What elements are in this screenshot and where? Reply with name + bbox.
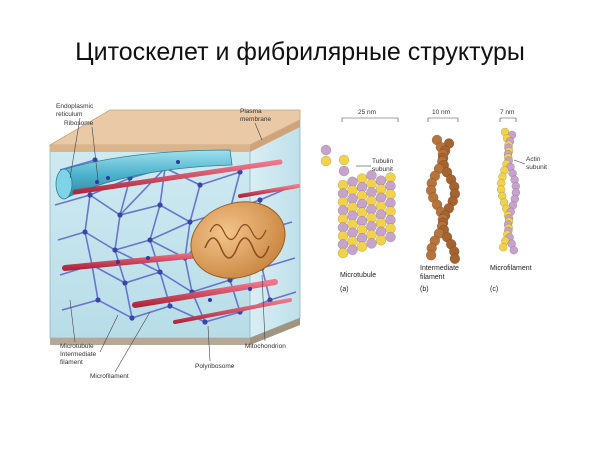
ribosomes (95, 160, 252, 302)
label-plasma-line1: Plasma (240, 108, 262, 115)
tubulin-bead (375, 234, 387, 246)
label-filament: filament (60, 359, 83, 366)
dimension-a: 25 nm (358, 109, 376, 116)
panel-letter-a: (a) (340, 286, 349, 293)
label-intermediate: Intermediate (60, 351, 97, 358)
mitochondrion (190, 201, 286, 279)
page-title: Цитоскелет и фибрилярные структуры (75, 38, 525, 66)
microtubule-structure (320, 144, 396, 259)
leader-plasma (254, 122, 263, 141)
leader-microtubule (69, 299, 76, 343)
tubulin-bead (356, 241, 368, 252)
tubulin-subunit (338, 154, 350, 166)
panel-letter-c: (c) (490, 286, 498, 293)
panel-intermediate-filament: 10 nm Intermediate filament (b) (420, 109, 461, 293)
panel-letter-b: (b) (420, 286, 429, 293)
leader-er (69, 117, 81, 179)
filament-bead (425, 249, 437, 261)
leader-polyribosome (207, 325, 211, 362)
tubulin-bead (385, 231, 396, 243)
label-microfilament-panel: Microfilament (490, 265, 532, 272)
label-tubulin-line2: subunit (372, 166, 393, 173)
actin-bead (498, 242, 508, 252)
label-tubulin-line1: Tubulin (372, 158, 393, 165)
microfilament-structure (496, 127, 521, 255)
dimension-bracket-b (427, 117, 459, 122)
cell-block (48, 109, 301, 345)
tubulin-bead (337, 247, 349, 259)
label-microtubule-panel: Microtubule (340, 272, 376, 279)
label-plasma-line2: membrane (240, 116, 271, 123)
endoplasmic-reticulum (55, 149, 233, 200)
tubulin-bead (366, 238, 377, 249)
leader-actin (513, 159, 526, 165)
leader-microfilament (114, 311, 151, 373)
label-intermediate-line1: Intermediate (420, 265, 459, 272)
leader-intermediate (99, 314, 119, 353)
plasma-membrane-side-edge (250, 120, 300, 152)
dimension-b: 10 nm (432, 109, 450, 116)
tubulin-subunit (338, 165, 350, 177)
label-intermediate-line2: filament (420, 274, 445, 281)
label-er-line2: reticulum (56, 111, 82, 118)
panel-microfilament: 7 nm Actin subunit Microfilament (c) (490, 109, 547, 293)
label-er-line1: Endoplasmic (56, 103, 94, 110)
dimension-c: 7 nm (500, 109, 514, 116)
label-microfilament: Microfilament (90, 373, 129, 380)
leader-ribosome (91, 126, 99, 181)
tubulin-subunit (320, 155, 332, 167)
label-actin-line2: subunit (526, 164, 547, 171)
dimension-bracket-c (499, 117, 517, 122)
panel-microtubule: 25 nm Tubulin subunit Microtubule (a) (320, 109, 399, 293)
label-microtubule: Microtubule (60, 343, 94, 350)
actin-bead (509, 245, 519, 255)
tubulin-bead (347, 244, 358, 256)
label-polyribosome: Polyribosome (195, 363, 235, 370)
cell-labels: Endoplasmic reticulum Ribosome Plasma me… (56, 103, 286, 380)
intermediate-filament-structure (425, 134, 461, 264)
tubulin-subunit (320, 144, 332, 156)
bottom-membrane-front (50, 338, 250, 345)
filament-bead (449, 253, 461, 264)
label-mitochondrion: Mitochondrion (245, 343, 286, 350)
leader-mitochondrion (261, 274, 266, 342)
label-actin-line1: Actin (526, 156, 541, 163)
dimension-bracket-a (341, 117, 399, 122)
bottom-membrane-side (250, 318, 300, 345)
